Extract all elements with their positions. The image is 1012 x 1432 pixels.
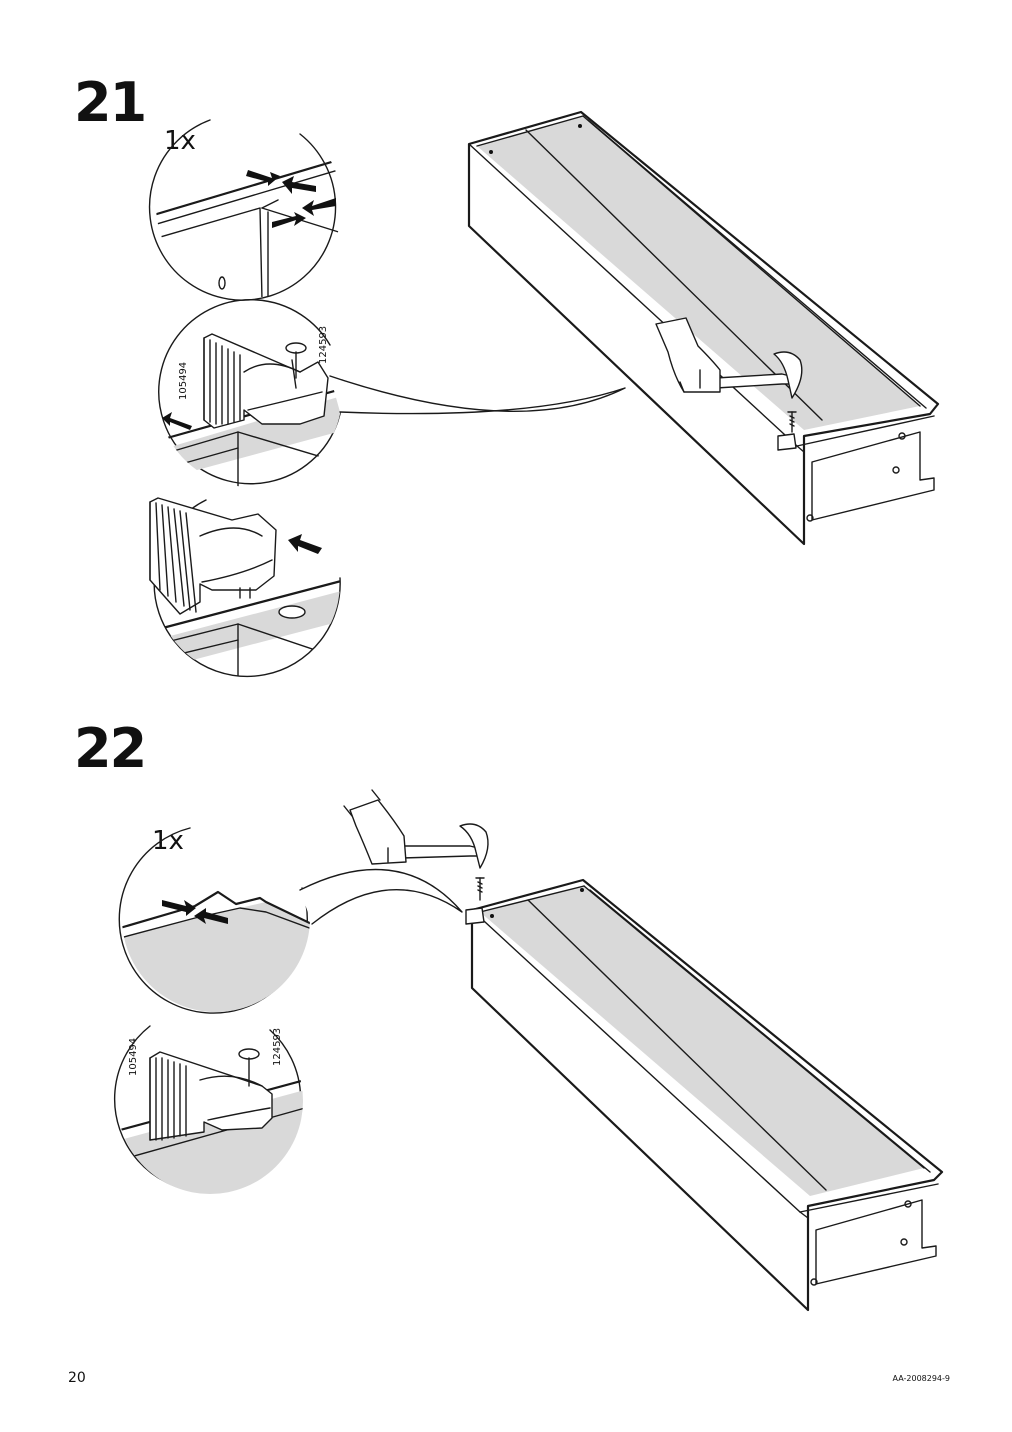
hammer-icon [715,351,803,399]
hand-icon [343,789,407,865]
hand-icon [655,317,721,393]
document-code: AA-2008294-9 [892,1374,950,1383]
detail-circle-clip-21 [158,299,626,487]
detail-circle-press-21 [149,497,341,678]
hammer-icon [401,823,489,869]
clip-tool-icon [149,1048,273,1141]
arrow-icon [246,170,336,228]
step-number-21: 21 [74,71,147,134]
clip-tool-icon [149,497,277,615]
detail-circle-gap-21 [148,119,342,301]
nail-icon [475,877,485,901]
page-number: 20 [68,1370,86,1386]
step-number-22: 22 [74,717,147,780]
clip-tool-icon [203,333,329,429]
detail-circle-clip-22 [114,1025,303,1194]
cabinet-22 [343,789,944,1312]
nail-icon [787,411,797,433]
cabinet-21 [467,110,940,546]
detail-circle-gap-22 [118,827,463,1014]
